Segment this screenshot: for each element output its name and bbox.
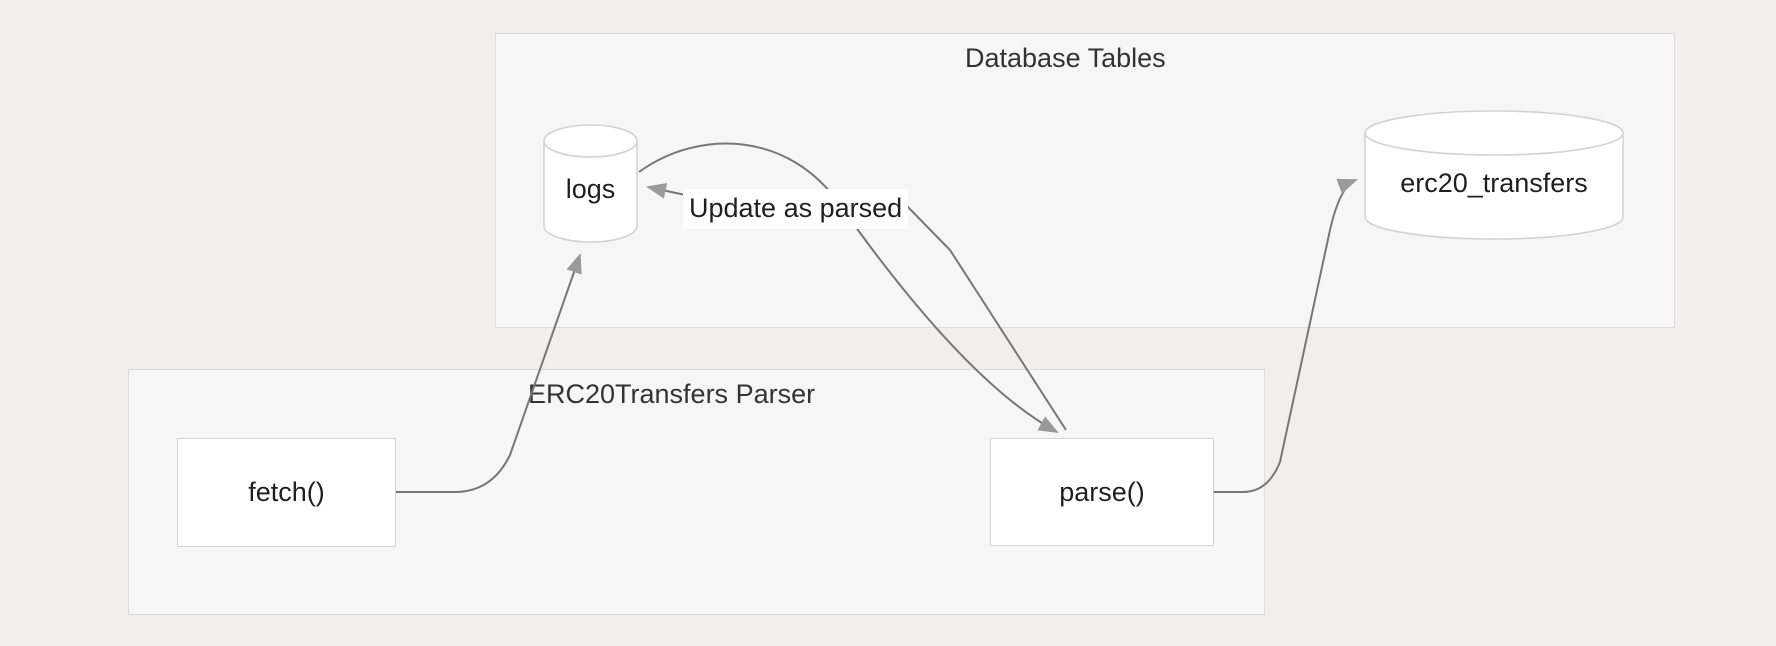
- node-logs-label: logs: [565, 174, 616, 204]
- node-erc20-transfers-label: erc20_transfers: [1400, 167, 1588, 198]
- subgraph-erc20transfers-parser-title: ERC20Transfers Parser: [528, 379, 816, 409]
- node-logs[interactable]: logs: [543, 124, 638, 243]
- cylinder-icon: [1364, 110, 1624, 240]
- edge-label-update-as-parsed: Update as parsed: [683, 189, 909, 229]
- subgraph-database-tables-title: Database Tables: [965, 43, 1166, 73]
- node-parse-label: parse(): [1059, 476, 1145, 507]
- node-erc20-transfers[interactable]: erc20_transfers: [1364, 110, 1624, 240]
- node-fetch[interactable]: fetch(): [177, 438, 396, 547]
- node-fetch-label: fetch(): [248, 477, 325, 507]
- node-parse[interactable]: parse(): [990, 438, 1214, 546]
- cylinder-icon: [543, 124, 638, 243]
